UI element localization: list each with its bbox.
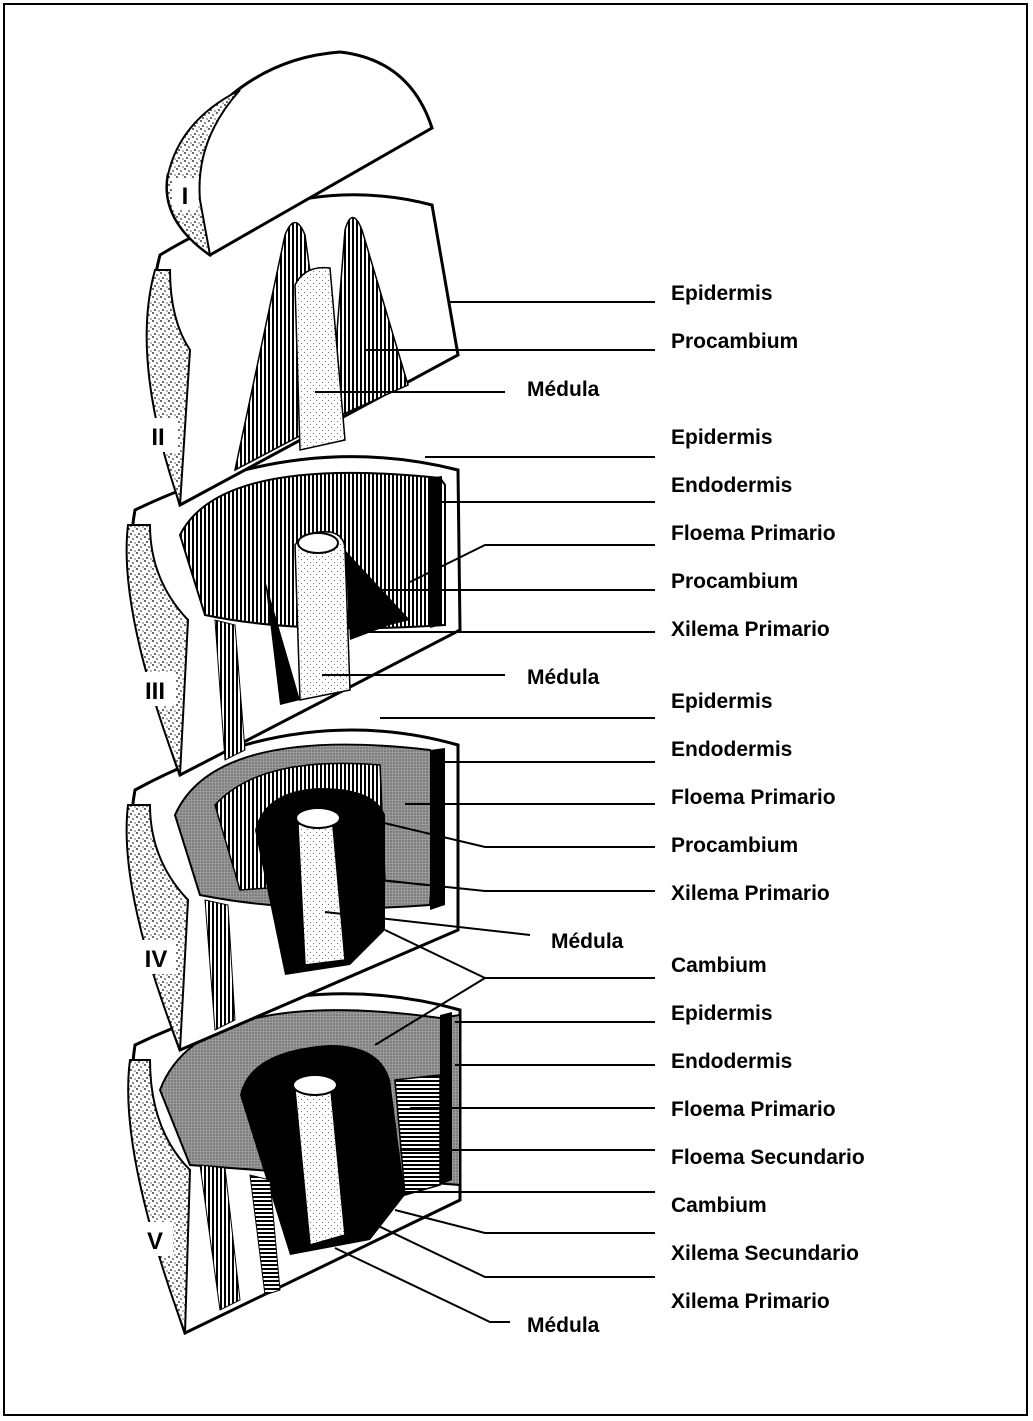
svg-text:I: I: [182, 183, 189, 210]
svg-text:V: V: [147, 1228, 163, 1255]
label-s4-medula: Médula: [551, 930, 624, 953]
label-s3-procambium: Procambium: [671, 570, 798, 593]
stage-2-numeral-plate: II: [140, 418, 178, 452]
stage-1-numeral-plate: I: [172, 178, 198, 210]
label-s2-epidermis: Epidermis: [671, 282, 773, 305]
label-s4-epidermis: Epidermis: [671, 690, 773, 713]
label-s5-xilema-primario: Xilema Primario: [671, 1290, 830, 1313]
label-s4-endodermis: Endodermis: [671, 738, 792, 761]
label-s3-endodermis: Endodermis: [671, 474, 792, 497]
label-s3-floema-primario: Floema Primario: [671, 522, 836, 545]
svg-text:II: II: [151, 424, 164, 451]
svg-text:IV: IV: [145, 946, 168, 973]
stage-5-numeral-plate: V: [137, 1222, 173, 1256]
label-s3-medula: Médula: [527, 666, 600, 689]
label-s5-floema-secundario: Floema Secundario: [671, 1146, 865, 1169]
labels: Epidermis Procambium Médula Epidermis En…: [527, 282, 865, 1337]
label-s4-cambium: Cambium: [671, 954, 767, 977]
label-s5-cambium: Cambium: [671, 1194, 767, 1217]
label-s4-procambium: Procambium: [671, 834, 798, 857]
label-s5-medula: Médula: [527, 1314, 600, 1337]
label-s3-epidermis: Epidermis: [671, 426, 773, 449]
svg-text:III: III: [145, 678, 165, 705]
label-s2-procambium: Procambium: [671, 330, 798, 353]
stage-4-numeral-plate: IV: [136, 940, 176, 974]
label-s4-xilema-primario: Xilema Primario: [671, 882, 830, 905]
label-s5-endodermis: Endodermis: [671, 1050, 792, 1073]
label-s2-medula: Médula: [527, 378, 600, 401]
label-s5-xilema-secundario: Xilema Secundario: [671, 1242, 859, 1265]
label-s5-epidermis: Epidermis: [671, 1002, 773, 1025]
stage-3-block: [127, 457, 460, 775]
stage-3-numeral-plate: III: [134, 672, 176, 706]
label-s5-floema-primario: Floema Primario: [671, 1098, 836, 1121]
label-s3-xilema-primario: Xilema Primario: [671, 618, 830, 641]
label-s4-floema-primario: Floema Primario: [671, 786, 836, 809]
